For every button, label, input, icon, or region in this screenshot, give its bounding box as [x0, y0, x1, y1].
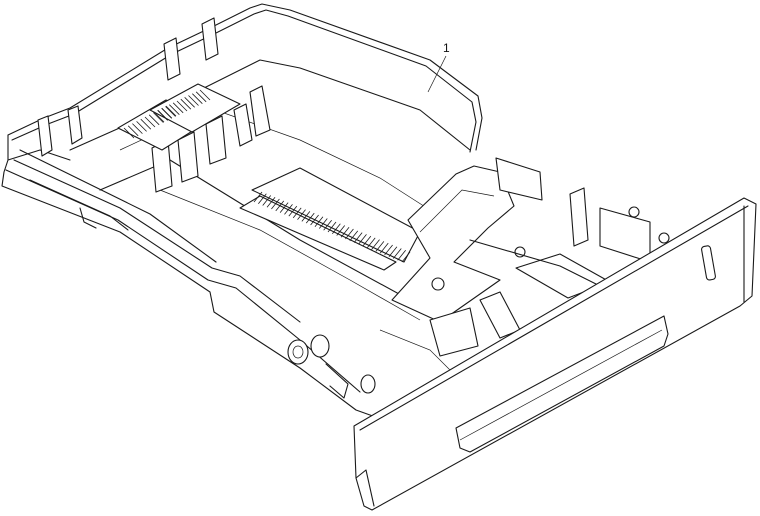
rack-tooth: [262, 195, 272, 206]
rack-tooth: [332, 223, 341, 235]
rack-tooth: [397, 249, 406, 261]
callout-label-1: 1: [443, 41, 450, 55]
rack-tooth: [266, 197, 276, 208]
rack-tooth: [310, 214, 319, 226]
rack-tooth: [345, 228, 354, 240]
rack-tooth: [353, 232, 363, 243]
rack-tooth: [297, 209, 306, 220]
rack-tooth: [388, 246, 398, 257]
rack-tooth: [327, 221, 337, 233]
rack-tooth: [375, 241, 385, 252]
rack-tooth: [169, 104, 180, 115]
rack-tooth: [292, 207, 302, 219]
rack-tooth: [123, 127, 135, 139]
rack-tooth: [199, 89, 211, 101]
rack-tooth: [340, 227, 350, 238]
rack-tooth: [314, 216, 324, 227]
rack-tooth: [157, 110, 168, 121]
rack-tooth: [165, 106, 176, 117]
rack-tooth: [349, 230, 359, 242]
right-end-mechanism: [379, 157, 670, 381]
rack-tooth: [301, 211, 311, 222]
rack-tooth: [153, 112, 164, 123]
front-cover: [353, 197, 757, 511]
rack-tooth: [284, 204, 293, 215]
rack-tooth: [253, 191, 263, 203]
guide-racks: [117, 83, 421, 271]
rack-tooth: [188, 95, 199, 106]
rack-tooth: [323, 219, 332, 231]
rack-tooth: [144, 116, 156, 128]
rack-tooth: [401, 251, 411, 263]
center-slider-plate: [391, 165, 526, 323]
rack-tooth: [140, 118, 152, 130]
rack-tooth: [358, 234, 367, 245]
rack-tooth: [165, 105, 177, 117]
rack-tooth: [305, 212, 315, 224]
rack-teeth-left: [123, 105, 177, 139]
roller-wheels: [287, 334, 376, 399]
rack-tooth: [176, 100, 188, 112]
rack-tooth: [371, 239, 380, 250]
rack-tooth: [288, 205, 298, 217]
rack-tooth: [180, 98, 192, 110]
side-guide-ribs: [37, 17, 271, 193]
rack-tooth: [318, 218, 328, 229]
rack-tooth: [153, 111, 165, 123]
rack-tooth: [366, 237, 376, 249]
rack-tooth: [384, 244, 393, 256]
rack-tooth: [392, 248, 402, 259]
rack-tooth: [127, 125, 139, 137]
rack-tooth: [279, 202, 289, 213]
rack-tooth: [161, 107, 173, 119]
rack-tooth: [379, 242, 389, 254]
rack-tooth: [132, 123, 143, 134]
tray-body: [1, 3, 483, 421]
rack-tooth: [195, 91, 207, 103]
rack-tooth: [275, 200, 285, 212]
rack-tooth: [192, 93, 203, 104]
rack-tooth: [362, 235, 372, 247]
rack-tooth: [258, 193, 267, 205]
rack-tooth: [148, 114, 160, 126]
callout-leader: [427, 55, 447, 93]
rack-teeth-center: [253, 191, 411, 263]
rack-tooth: [184, 97, 195, 108]
rack-tooth: [271, 198, 280, 210]
rack-tooth: [172, 102, 184, 114]
rack-tooth: [336, 225, 346, 236]
rack-tooth: [136, 121, 147, 132]
